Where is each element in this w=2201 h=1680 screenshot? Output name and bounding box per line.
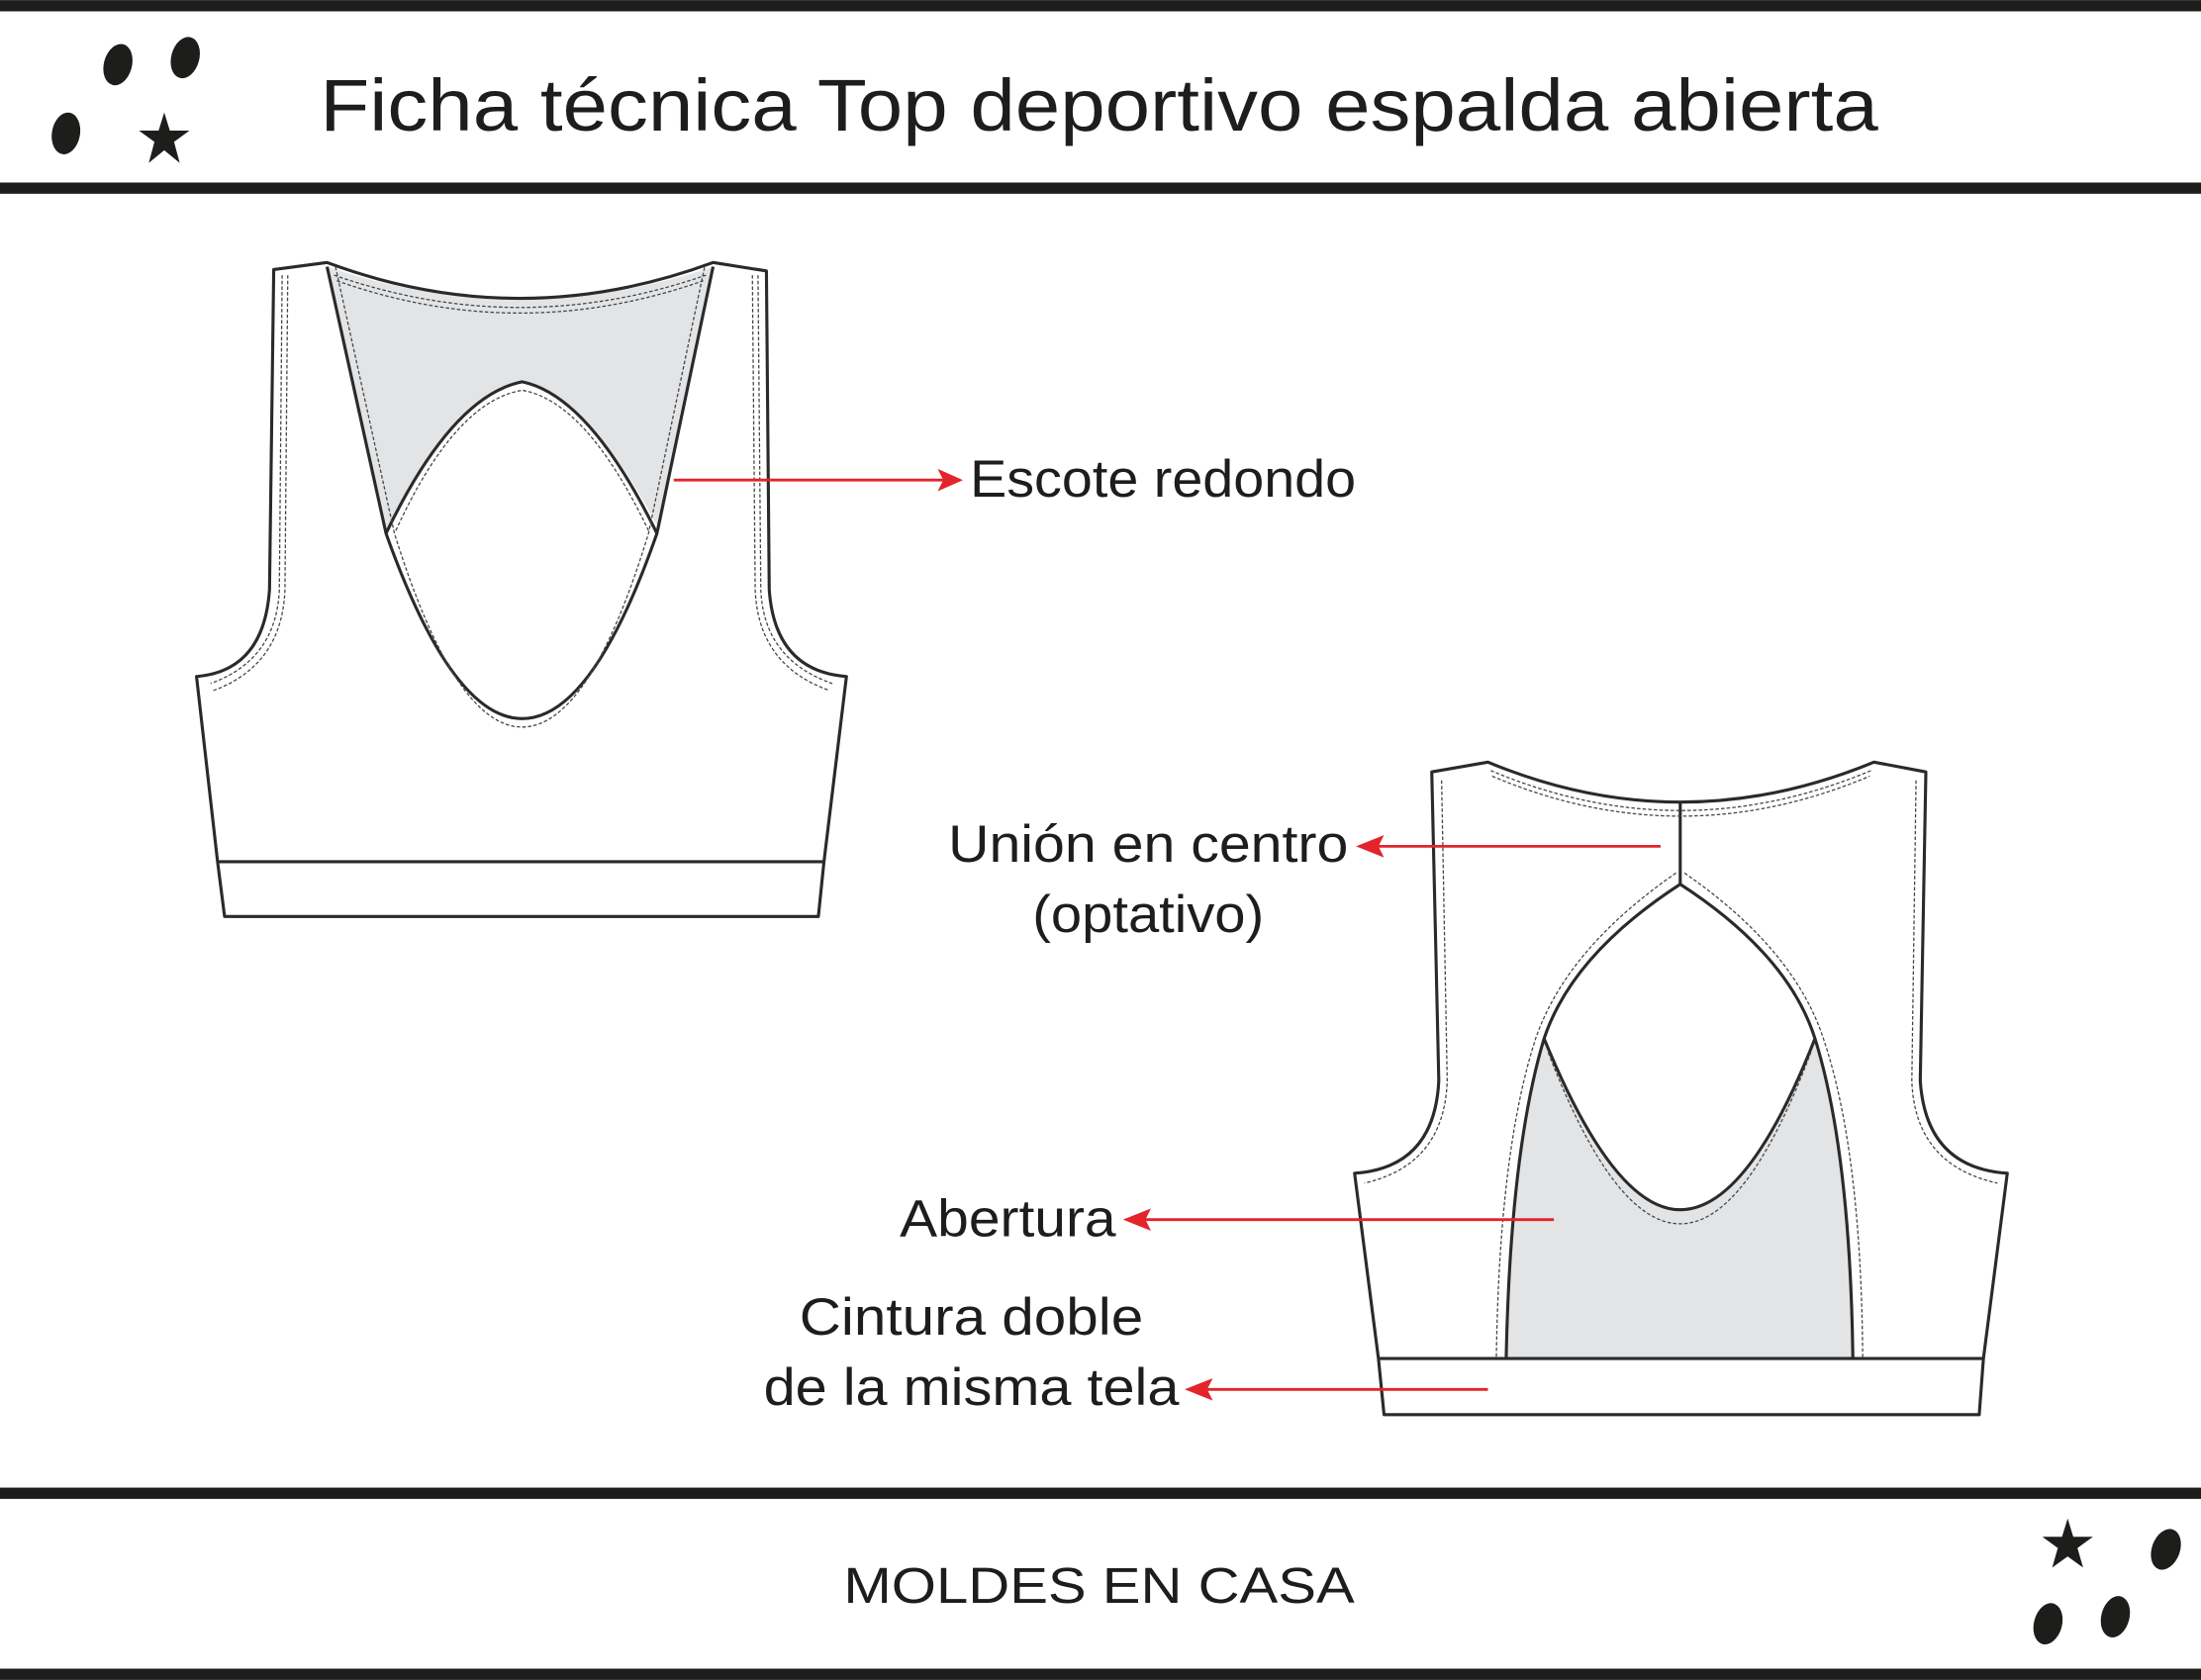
label-union: Unión en centro (948, 816, 1348, 874)
footer-brand: MOLDES EN CASA (843, 1557, 1354, 1614)
dot-icon (2151, 1529, 2181, 1570)
star-icon (139, 112, 190, 163)
page-title: Ficha técnica Top deportivo espalda abie… (320, 64, 1878, 146)
back-view-drawing (1353, 760, 2009, 1417)
callout-cintura: Cintura doble de la misma tela (764, 1289, 1488, 1417)
header-divider (0, 182, 2201, 194)
footer-decoration (2033, 1518, 2181, 1645)
label-cintura-note: de la misma tela (764, 1359, 1181, 1417)
dot-icon (103, 44, 133, 86)
callout-abertura: Abertura (900, 1191, 1555, 1249)
bottom-border-bar (0, 1668, 2201, 1680)
label-escote: Escote redondo (970, 451, 1356, 509)
label-union-note: (optativo) (1032, 887, 1264, 944)
header-decoration (51, 37, 200, 163)
label-cintura: Cintura doble (800, 1289, 1144, 1347)
star-icon (2042, 1518, 2093, 1568)
back-opening-panel (1505, 1038, 1854, 1359)
dot-icon (170, 37, 200, 79)
front-neck-panel (327, 266, 714, 534)
dot-icon (2100, 1596, 2131, 1637)
label-abertura: Abertura (900, 1191, 1116, 1249)
dot-icon (51, 112, 81, 154)
callout-escote: Escote redondo (673, 451, 1356, 509)
callout-union: Unión en centro (optativo) (948, 816, 1661, 944)
footer-divider (0, 1487, 2201, 1499)
front-view-drawing (195, 260, 848, 918)
top-border-bar (0, 0, 2201, 12)
dot-icon (2033, 1603, 2063, 1645)
